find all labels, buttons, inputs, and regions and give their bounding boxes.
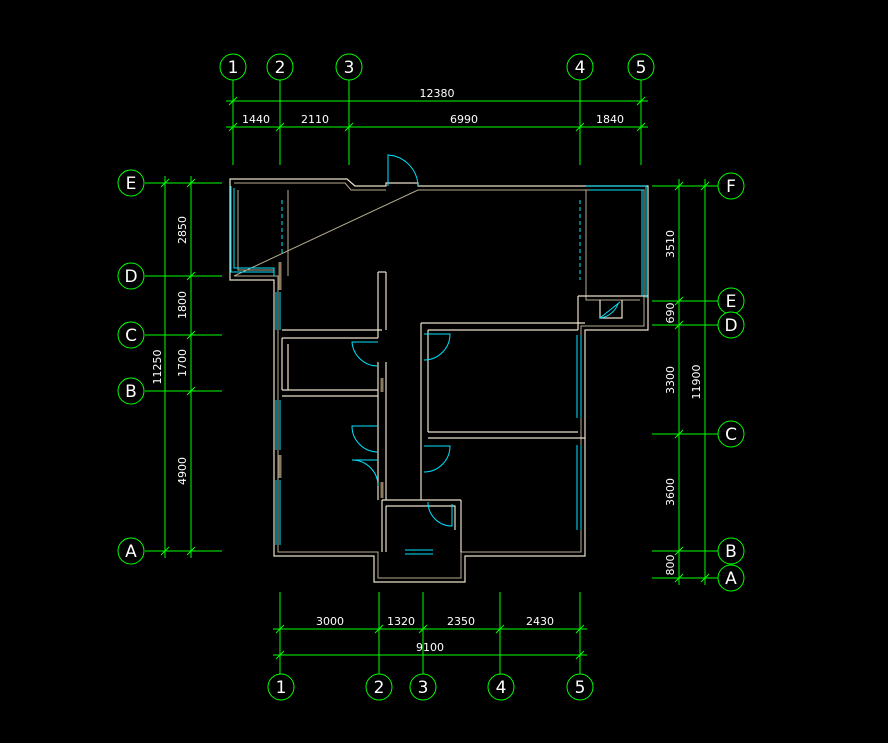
svg-text:E: E bbox=[126, 174, 137, 194]
bottom-total-dim: 9100 bbox=[416, 641, 444, 654]
bottom-span-dim: 3000 bbox=[316, 615, 344, 628]
axis-bubble-5-bottom: 5 bbox=[566, 673, 594, 701]
windows bbox=[230, 185, 647, 555]
bottom-dimension-chain: 3000 1320 2350 2430 9100 1 2 3 4 5 bbox=[267, 592, 594, 701]
svg-text:3: 3 bbox=[344, 58, 355, 78]
left-span-dim: 2850 bbox=[176, 216, 189, 244]
svg-text:C: C bbox=[125, 326, 137, 346]
right-span-dim: 800 bbox=[664, 555, 677, 576]
axis-bubble-B-right: B bbox=[717, 537, 745, 565]
axis-bubble-F-right: F bbox=[717, 172, 745, 200]
top-span-dim: 1840 bbox=[596, 113, 624, 126]
left-dimension-chain: 11250 2850 1800 1700 4900 E D C B A bbox=[117, 169, 222, 565]
axis-bubble-B-left: B bbox=[117, 377, 145, 405]
right-span-dim: 3600 bbox=[664, 478, 677, 506]
axis-bubble-3-top: 3 bbox=[335, 53, 363, 81]
axis-bubble-5-top: 5 bbox=[627, 53, 655, 81]
svg-text:B: B bbox=[125, 382, 137, 402]
axis-bubble-4-bottom: 4 bbox=[487, 673, 515, 701]
bottom-span-dim: 1320 bbox=[387, 615, 415, 628]
left-span-dim: 1700 bbox=[176, 349, 189, 377]
axis-bubble-D-left: D bbox=[117, 262, 145, 290]
svg-text:4: 4 bbox=[575, 58, 586, 78]
svg-text:F: F bbox=[726, 177, 736, 197]
top-total-dim: 12380 bbox=[420, 87, 455, 100]
axis-bubble-1-bottom: 1 bbox=[267, 673, 295, 701]
axis-bubble-2-top: 2 bbox=[266, 53, 294, 81]
svg-text:D: D bbox=[724, 316, 737, 336]
walls bbox=[229, 178, 649, 583]
axis-bubble-D-right: D bbox=[717, 311, 745, 339]
left-span-dim: 1800 bbox=[176, 291, 189, 319]
svg-text:5: 5 bbox=[575, 678, 586, 698]
svg-text:D: D bbox=[124, 267, 137, 287]
right-span-dim: 3300 bbox=[664, 366, 677, 394]
top-span-dim: 6990 bbox=[450, 113, 478, 126]
top-span-dim: 1440 bbox=[242, 113, 270, 126]
axis-bubble-1-top: 1 bbox=[219, 53, 247, 81]
axis-bubble-C-left: C bbox=[117, 321, 145, 349]
right-total-dim: 11900 bbox=[690, 365, 703, 400]
svg-text:C: C bbox=[725, 425, 737, 445]
doors bbox=[351, 154, 621, 527]
axis-bubble-A-right: A bbox=[717, 564, 745, 592]
svg-text:B: B bbox=[725, 542, 737, 562]
svg-text:E: E bbox=[726, 292, 737, 312]
axis-bubble-3-bottom: 3 bbox=[409, 673, 437, 701]
axis-bubble-C-right: C bbox=[717, 420, 745, 448]
svg-text:2: 2 bbox=[374, 678, 385, 698]
svg-text:1: 1 bbox=[276, 678, 287, 698]
right-dimension-chain: 3510 690 3300 3600 800 11900 F E D C B A bbox=[652, 172, 745, 592]
axis-bubble-A-left: A bbox=[117, 537, 145, 565]
svg-text:4: 4 bbox=[496, 678, 507, 698]
svg-text:A: A bbox=[725, 569, 737, 589]
axis-bubble-E-right: E bbox=[717, 287, 745, 315]
axis-bubble-2-bottom: 2 bbox=[365, 673, 393, 701]
bottom-span-dim: 2430 bbox=[526, 615, 554, 628]
svg-text:2: 2 bbox=[275, 58, 286, 78]
top-dimension-chain: 12380 1440 2110 6990 1840 1 2 3 4 5 bbox=[219, 53, 655, 165]
svg-text:1: 1 bbox=[228, 58, 239, 78]
right-span-dim: 690 bbox=[664, 303, 677, 324]
left-total-dim: 11250 bbox=[151, 350, 164, 385]
left-span-dim: 4900 bbox=[176, 457, 189, 485]
axis-bubble-4-top: 4 bbox=[566, 53, 594, 81]
svg-text:3: 3 bbox=[418, 678, 429, 698]
right-span-dim: 3510 bbox=[664, 230, 677, 258]
bottom-span-dim: 2350 bbox=[447, 615, 475, 628]
svg-text:A: A bbox=[125, 542, 137, 562]
top-span-dim: 2110 bbox=[301, 113, 329, 126]
axis-bubble-E-left: E bbox=[117, 169, 145, 197]
svg-text:5: 5 bbox=[636, 58, 647, 78]
